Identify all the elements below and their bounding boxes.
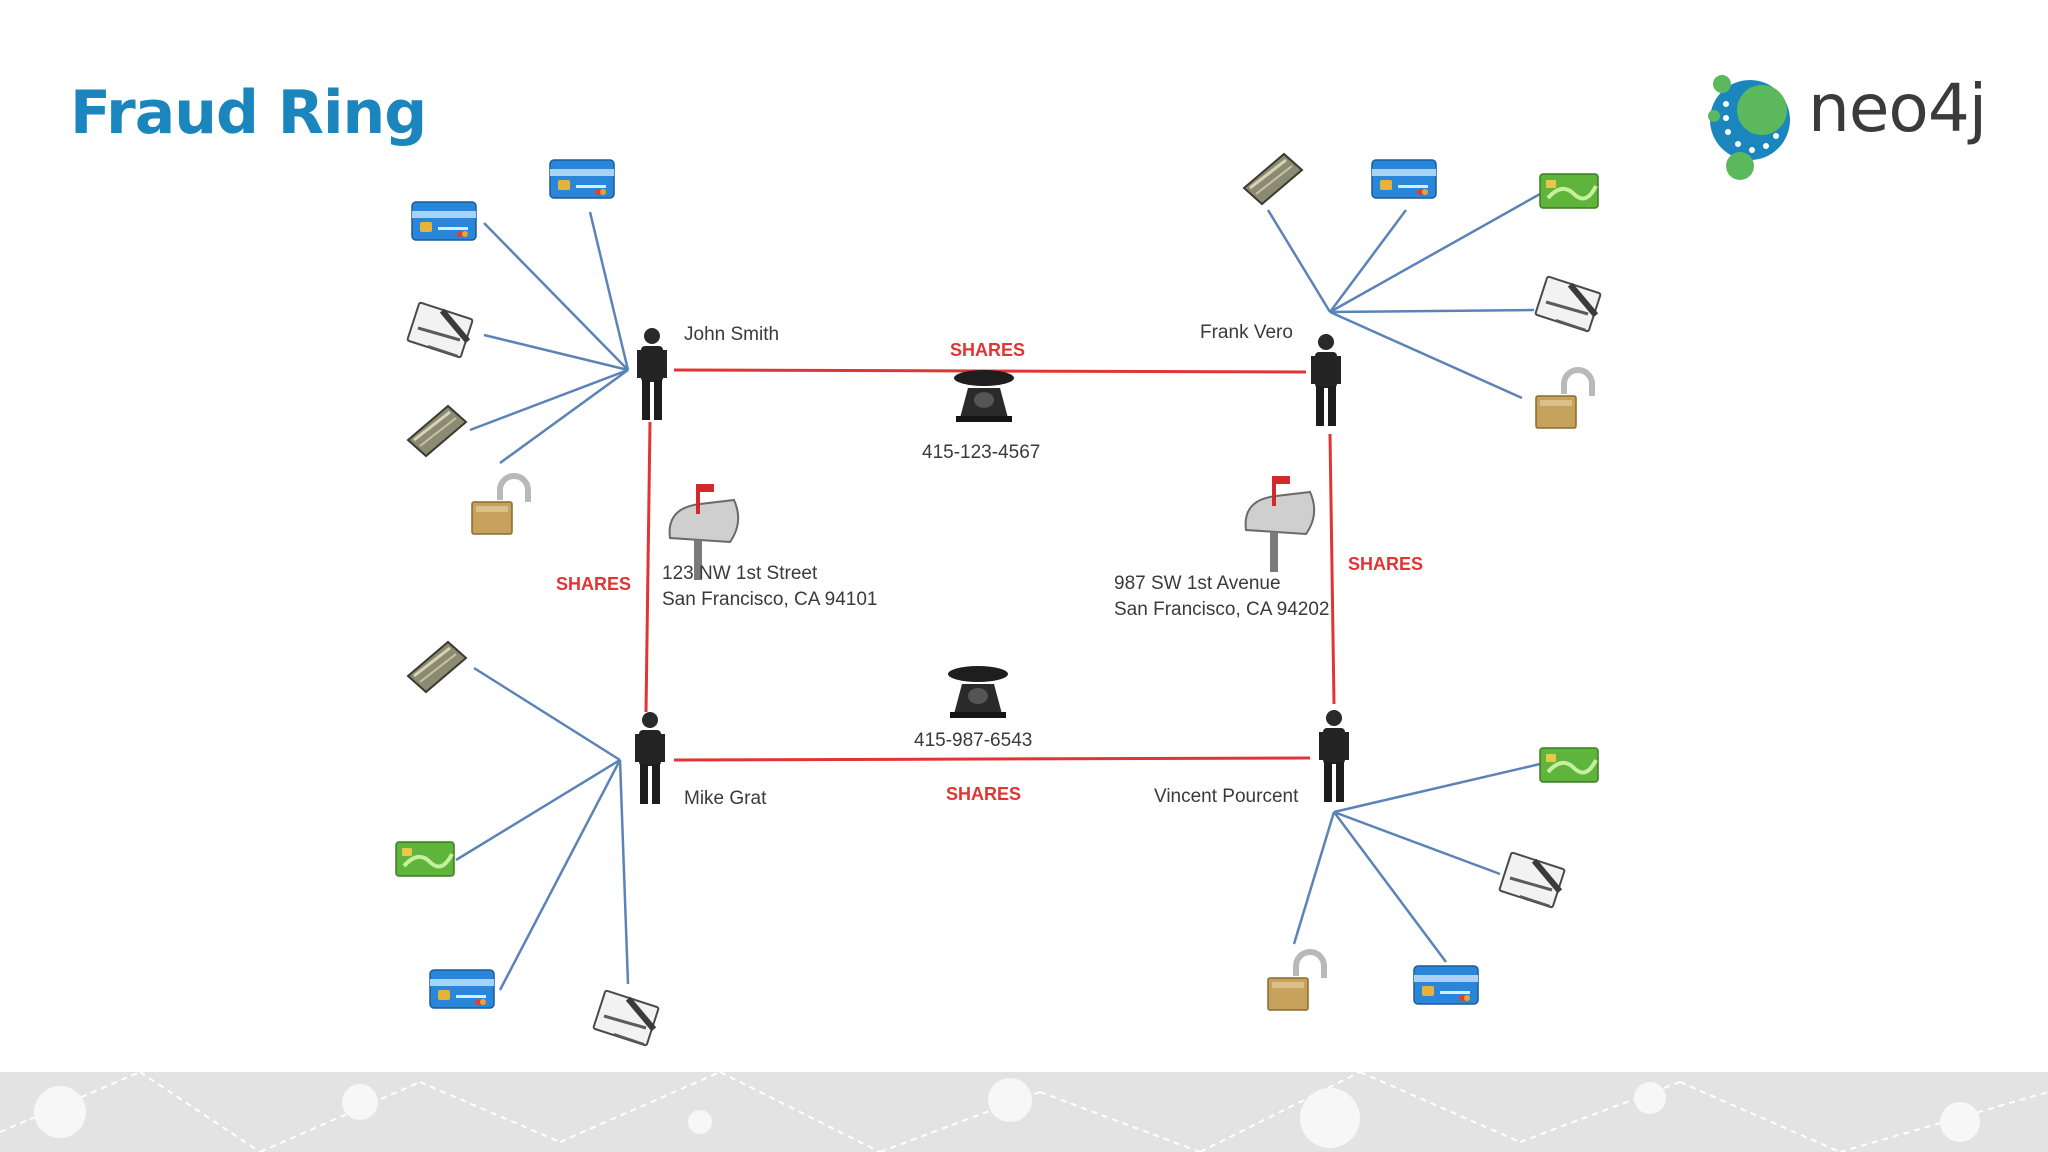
person-icon-mike-grat bbox=[635, 712, 665, 804]
green-card-icon bbox=[1538, 172, 1600, 210]
loan-document-icon bbox=[406, 404, 468, 458]
loan-document-icon bbox=[406, 640, 468, 694]
check-icon bbox=[591, 988, 661, 1048]
person-label-vincent-pourcent: Vincent Pourcent bbox=[1154, 786, 1299, 807]
shares-label-right: SHARES bbox=[1348, 554, 1423, 574]
telephone-icon-bottom bbox=[948, 666, 1008, 718]
person-label-john-smith: John Smith bbox=[684, 324, 779, 345]
address-left-line1: 123 NW 1st Street bbox=[662, 563, 818, 584]
credit-card-icon bbox=[411, 201, 477, 241]
person-icon-vincent-pourcent bbox=[1319, 710, 1349, 802]
loan-document-icon bbox=[1242, 152, 1304, 206]
address-right-line1: 987 SW 1st Avenue bbox=[1114, 573, 1281, 594]
account-edges bbox=[455, 192, 1541, 991]
phone-number-bottom: 415-987-6543 bbox=[914, 730, 1032, 751]
person-label-frank-vero: Frank Vero bbox=[1200, 322, 1293, 343]
credit-card-icon bbox=[1371, 159, 1437, 199]
check-icon bbox=[405, 300, 475, 360]
padlock-icon bbox=[1536, 370, 1592, 428]
mailbox-icon-right bbox=[1244, 475, 1316, 573]
phone-number-top: 415-123-4567 bbox=[922, 442, 1040, 463]
footer-network-graphic bbox=[0, 1072, 2048, 1152]
green-card-icon bbox=[394, 840, 456, 878]
check-icon bbox=[1497, 850, 1567, 910]
fraud-ring-diagram: John Smith Frank Vero Mike Grat Vincent … bbox=[394, 152, 1603, 1048]
padlock-icon bbox=[472, 476, 528, 534]
address-right-line2: San Francisco, CA 94202 bbox=[1114, 599, 1329, 620]
green-card-icon bbox=[1538, 746, 1600, 784]
shares-label-top: SHARES bbox=[950, 340, 1025, 360]
slide-title: Fraud Ring bbox=[70, 78, 427, 148]
shares-label-bottom: SHARES bbox=[946, 784, 1021, 804]
telephone-icon-top bbox=[954, 370, 1014, 422]
check-icon bbox=[1533, 274, 1603, 334]
footer-network-band bbox=[0, 1072, 2048, 1152]
person-icon-john-smith bbox=[637, 328, 667, 420]
neo4j-logo-graphic bbox=[1708, 75, 1790, 180]
address-left-line2: San Francisco, CA 94101 bbox=[662, 589, 877, 610]
logo-wordmark: neo4j bbox=[1808, 70, 1987, 147]
padlock-icon bbox=[1268, 952, 1324, 1010]
credit-card-icon bbox=[429, 969, 495, 1009]
neo4j-logo: neo4j bbox=[1700, 64, 2000, 184]
person-label-mike-grat: Mike Grat bbox=[684, 788, 767, 809]
shares-label-left: SHARES bbox=[556, 574, 631, 594]
credit-card-icon bbox=[1413, 965, 1479, 1005]
credit-card-icon bbox=[549, 159, 615, 199]
person-icon-frank-vero bbox=[1311, 334, 1341, 426]
